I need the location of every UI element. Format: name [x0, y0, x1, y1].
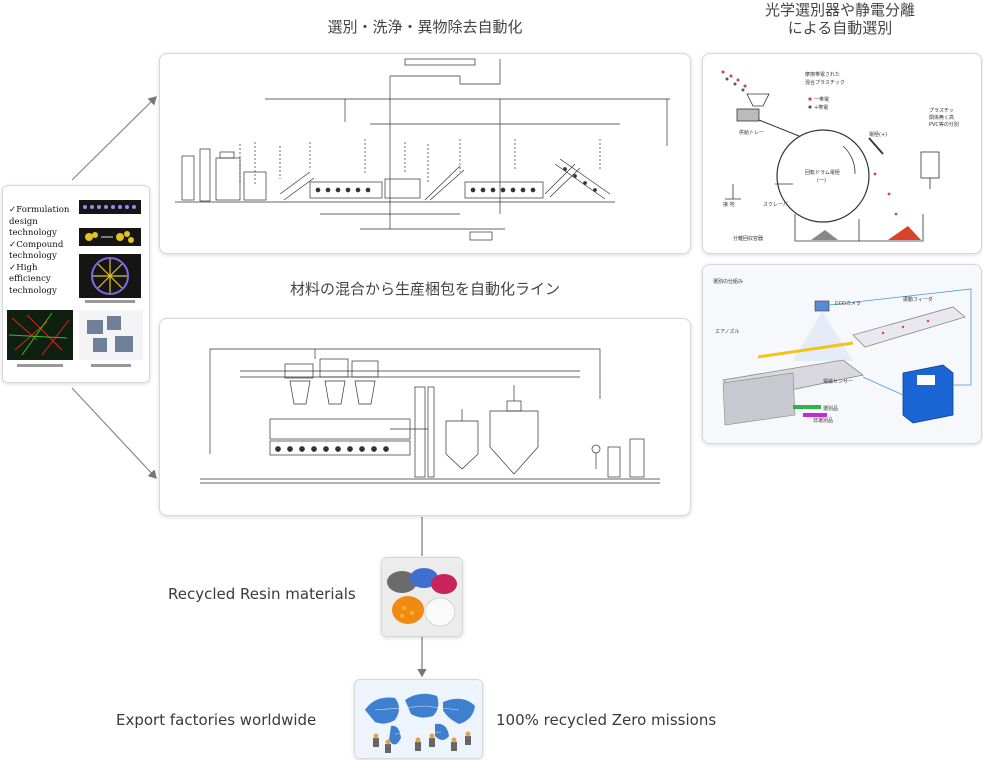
resin-pellets-image: [382, 558, 462, 636]
washing-line-title: 選別・洗浄・異物除去自動化: [327, 18, 523, 36]
optical-sorter-diagram: 選別の仕組み CCDカメラ 振動フィーダ エアノズル 電磁センサー 選別品 非選…: [703, 265, 981, 443]
global-network-image: [355, 680, 482, 758]
washing-line-panel: [159, 53, 691, 254]
tech-item: efficiency: [9, 274, 51, 284]
export-label: Export factories worldwide: [116, 711, 317, 729]
electrostatic-separator-diagram: 摩擦帯電された 混合プラスチック 一帯電 +帯電 供給トレー プラスチッ 関係無…: [721, 70, 959, 242]
zero-emissions-label: 100% recycled Zero missions: [496, 711, 717, 729]
label-sensor: 電磁センサー: [823, 378, 853, 385]
washing-line-schematic: [175, 58, 670, 241]
resin-image: [381, 557, 463, 637]
polymer-structure-image: [75, 192, 145, 310]
arrow-to-mixing-line: [71, 387, 157, 479]
label-plastic-1: プラスチッ: [929, 108, 954, 114]
tech-item: ✓Formulation: [9, 205, 70, 215]
mixing-line-schematic: [200, 348, 660, 484]
tech-item: technology: [9, 285, 57, 296]
tech-item: ✓High: [9, 262, 38, 273]
electrostatic-separator-panel: 摩擦帯電された 混合プラスチック 一帯電 +帯電 供給トレー プラスチッ 関係無…: [702, 53, 982, 254]
mixing-line-title: 材料の混合から生産梱包を自動化ライン: [289, 280, 560, 298]
label-drum-2: (一): [817, 178, 826, 184]
optical-sorter-panel: 選別の仕組み CCDカメラ 振動フィーダ エアノズル 電磁センサー 選別品 非選…: [702, 264, 982, 444]
label-mix-2: 混合プラスチック: [805, 79, 845, 86]
label-plastic-3: PVC等の分別: [929, 121, 959, 128]
tech-item: design: [9, 216, 38, 227]
tech-item: technology: [9, 251, 57, 261]
label-plastic-2: 関係無く高: [929, 114, 954, 121]
microstructure-images: [7, 310, 143, 367]
label-feeder: 振動フィーダ: [903, 296, 933, 303]
label-selected: 選別品: [823, 405, 838, 412]
label-plus: +帯電: [814, 104, 828, 111]
technology-card: ✓Formulation design technology ✓Compound…: [2, 185, 150, 383]
label-scraper: スクレーパ: [763, 202, 788, 208]
sorting-title-line-1: 光学選別器や静電分離: [764, 1, 915, 19]
label-header: 選別の仕組み: [713, 278, 743, 285]
label-electrode: 電極(+): [869, 131, 887, 138]
world-map-image: [354, 679, 483, 759]
label-tray: 供給トレー: [739, 129, 764, 136]
arrow-to-washing-line: [71, 96, 157, 181]
tech-item: technology: [9, 228, 57, 238]
label-ground: 接 地: [723, 201, 735, 208]
label-camera: CCDカメラ: [835, 301, 861, 307]
sorting-title-line-2: による自動選別: [787, 19, 893, 37]
technology-list: ✓Formulation design technology ✓Compound…: [9, 205, 79, 297]
label-minus: 一帯電: [814, 96, 829, 103]
resin-label: Recycled Resin materials: [168, 585, 356, 603]
label-rejected: 非選別品: [813, 417, 833, 424]
label-drum-1: 回転ドラム電極: [805, 169, 840, 176]
label-bin: 分離回収容器: [733, 235, 763, 242]
sorting-title: 光学選別器や静電分離 による自動選別: [720, 1, 960, 37]
mixing-line-panel: [159, 318, 691, 516]
label-mix-1: 摩擦帯電された: [805, 71, 840, 78]
label-nozzle: エアノズル: [715, 328, 740, 335]
tech-item: ✓Compound: [9, 239, 64, 250]
